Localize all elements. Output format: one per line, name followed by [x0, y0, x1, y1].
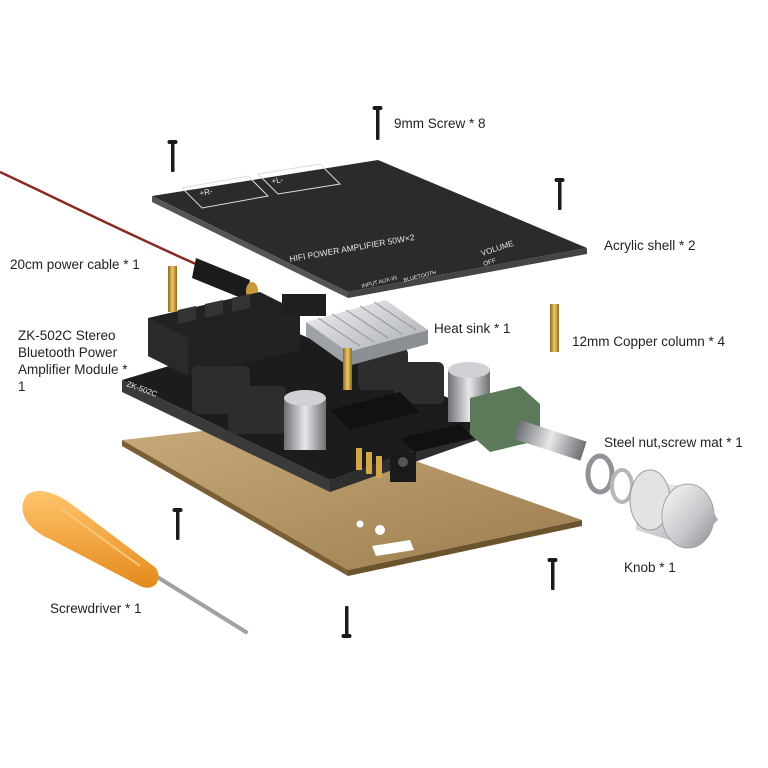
- module-label: ZK-502C Stereo Bluetooth Power Amplifier…: [18, 328, 128, 394]
- amplifier-module-drawing: ZK-502C: [122, 292, 587, 492]
- heat-sink-drawing: [282, 294, 428, 366]
- knob-label: Knob * 1: [624, 560, 676, 575]
- copper-columns: [168, 266, 559, 390]
- screwdriver-drawing: [22, 491, 248, 634]
- acrylic-shell-bottom: [122, 420, 582, 576]
- knob-drawing: [629, 469, 718, 549]
- steel-nut-drawing: [585, 453, 634, 504]
- screw-label: 9mm Screw * 8: [394, 116, 486, 131]
- copper-column-label: 12mm Copper column * 4: [572, 334, 726, 349]
- acrylic-shell-label: Acrylic shell * 2: [604, 238, 696, 253]
- panel-off-print: OFF: [482, 257, 497, 268]
- acrylic-shell-top: HIFI POWER AMPLIFIER 50W×2 VOLUME OFF IN…: [152, 160, 587, 298]
- panel-r-print: +R-: [199, 187, 214, 198]
- panel-l-print: +L-: [271, 175, 284, 186]
- steel-nut-label: Steel nut,screw mat * 1: [604, 435, 743, 450]
- heat-sink-label: Heat sink * 1: [434, 321, 511, 336]
- screwdriver-label: Screwdriver * 1: [50, 601, 142, 616]
- power-cable-label: 20cm power cable * 1: [10, 257, 140, 272]
